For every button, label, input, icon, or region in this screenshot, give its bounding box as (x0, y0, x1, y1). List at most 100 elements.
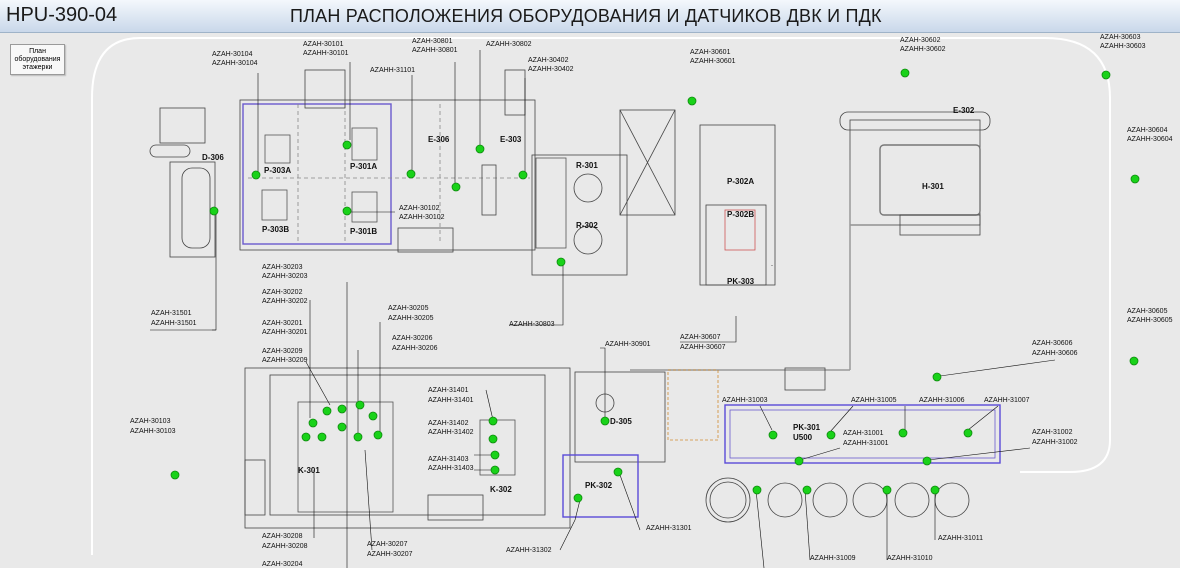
equipment-label: PK-301 (793, 423, 821, 432)
sensor-30402[interactable] (518, 170, 528, 180)
sensor-30803[interactable] (556, 257, 566, 267)
equipment-label: PK-303 (727, 277, 755, 286)
sensor-tag-line: AZAHH-31007 (984, 397, 1030, 404)
equipment-label: K-302 (490, 485, 512, 494)
sensor-tag-line: AZAH-30204 (262, 561, 303, 568)
equipment-label: PK-302 (585, 481, 613, 490)
sensor-tag-line: AZAHH-30606 (1032, 350, 1078, 357)
sensor-30601[interactable] (687, 96, 697, 106)
sensor-31005[interactable] (826, 430, 836, 440)
sensor-tag-line: AZAH-30604 (1127, 127, 1168, 134)
sensor-tag-line: AZAH-30603 (1100, 34, 1141, 41)
sensor-tag-line: AZAHH-30207 (367, 551, 413, 558)
sensor-tag-line: AZAH-30207 (367, 541, 408, 548)
sensor-30207-b[interactable] (353, 432, 363, 442)
sensor-tag-line: AZAH-30102 (399, 205, 440, 212)
sensor-tag-line: AZAHH-31302 (506, 547, 552, 554)
sensor-30207-a[interactable] (337, 422, 347, 432)
sensor-tag-line: AZAH-30205 (388, 305, 429, 312)
sensor-30202[interactable] (337, 404, 347, 414)
sensor-30201[interactable] (322, 406, 332, 416)
sensor-30801[interactable] (451, 182, 461, 192)
sensor-tag-line: AZAH-31402 (428, 420, 469, 427)
sensor-31006[interactable] (898, 428, 908, 438)
sensor-tag-line: AZAHH-30209 (262, 357, 308, 364)
sensor-tag-line: AZAH-31001 (843, 430, 884, 437)
sensor-31501[interactable] (209, 206, 219, 216)
sensor-31301[interactable] (613, 467, 623, 477)
sensor-tag-line: AZAH-30201 (262, 320, 303, 327)
equipment-label: E-303 (500, 135, 522, 144)
sensor-tag-line: AZAH-30801 (412, 38, 453, 45)
sensor-31401[interactable] (488, 416, 498, 426)
sensor-tag-line: AZAHH-31402 (428, 429, 474, 436)
sensor-30802[interactable] (475, 144, 485, 154)
equipment-label: P-302A (727, 177, 754, 186)
sensor-30104[interactable] (251, 170, 261, 180)
sensor-31403-a[interactable] (490, 450, 500, 460)
sensor-31011[interactable] (930, 485, 940, 495)
sensor-tag-line: AZAH-31403 (428, 456, 469, 463)
sensor-30901[interactable] (600, 416, 610, 426)
sensor-tag-line: AZAHH-31011 (938, 535, 983, 542)
leader-lines (150, 50, 1056, 568)
sensor-tag-line: AZAHH-31003 (722, 397, 768, 404)
sensor-30606[interactable] (932, 372, 942, 382)
structure-bottom-left (244, 367, 1001, 529)
equipment-label: D-305 (610, 417, 632, 426)
sensor-31009[interactable] (802, 485, 812, 495)
equipment-label: P-301A (350, 162, 377, 171)
equipment-label: P-303B (262, 225, 289, 234)
sensor-tag-line: AZAHH-31401 (428, 397, 474, 404)
sensor-30603[interactable] (1101, 70, 1111, 80)
sensor-31007[interactable] (963, 428, 973, 438)
sensor-tag-line: AZAHH-30802 (486, 41, 532, 48)
sensor-tag-line: AZAHH-30402 (528, 66, 574, 73)
equipment-label: P-302B (727, 210, 754, 219)
sensor-31402[interactable] (488, 434, 498, 444)
sensor-tag-line: AZAHH-30604 (1127, 136, 1173, 143)
equipment-label: E-302 (953, 106, 975, 115)
sensor-tag-line: AZAHH-31010 (887, 555, 933, 562)
sensor-30101[interactable] (342, 140, 352, 150)
sensor-tag-line: AZAHH-31301 (646, 525, 692, 532)
sensor-tag-line: AZAHH-31002 (1032, 439, 1078, 446)
sensor-31010[interactable] (882, 485, 892, 495)
sensor-tag-line: AZAH-30103 (130, 418, 171, 425)
sensor-31403-b[interactable] (490, 465, 500, 475)
unit-code: HPU-390-04 (6, 4, 118, 26)
sensor-tag-line: AZAHH-30206 (392, 345, 438, 352)
sensor-30206[interactable] (373, 430, 383, 440)
sensor-tag-line: AZAHH-30201 (262, 329, 308, 336)
sensor-31003[interactable] (768, 430, 778, 440)
sensor-tag-line: AZAH-31002 (1032, 429, 1073, 436)
sensor-tag-line: AZAH-30601 (690, 49, 731, 56)
sensor-31101[interactable] (406, 169, 416, 179)
sensor-30103[interactable] (170, 470, 180, 480)
sensor-31302[interactable] (573, 493, 583, 503)
sensor-30208-a[interactable] (301, 432, 311, 442)
sensor-30602[interactable] (900, 68, 910, 78)
sensor-tag-line: AZAHH-31006 (919, 397, 965, 404)
sensor-tag-line: AZAHH-30208 (262, 543, 308, 550)
sensor-30604[interactable] (1130, 174, 1140, 184)
sensor-tag-line: AZAHH-31403 (428, 465, 474, 472)
equipment-label: H-301 (922, 182, 944, 191)
sensor-tag-line: AZAHH-30101 (303, 50, 349, 57)
sensor-31008[interactable] (752, 485, 762, 495)
sensor-30208-b[interactable] (317, 432, 327, 442)
sensor-30209[interactable] (308, 418, 318, 428)
equipment-label: K-301 (298, 466, 320, 475)
sensor-30203[interactable] (355, 400, 365, 410)
equipment-label: U500 (793, 433, 813, 442)
floor-plan-button[interactable]: План оборудования этажерки (10, 44, 65, 75)
sensor-31001[interactable] (794, 456, 804, 466)
sensor-31002[interactable] (922, 456, 932, 466)
sensor-tag-line: AZAHH-30103 (130, 428, 176, 435)
title-bar: HPU-390-04 ПЛАН РАСПОЛОЖЕНИЯ ОБОРУДОВАНИ… (0, 0, 1180, 33)
sensor-30205[interactable] (368, 411, 378, 421)
sensor-30605[interactable] (1129, 356, 1139, 366)
equipment-label: R-301 (576, 161, 598, 170)
sensor-30102[interactable] (342, 206, 352, 216)
structure-h301 (630, 111, 991, 371)
